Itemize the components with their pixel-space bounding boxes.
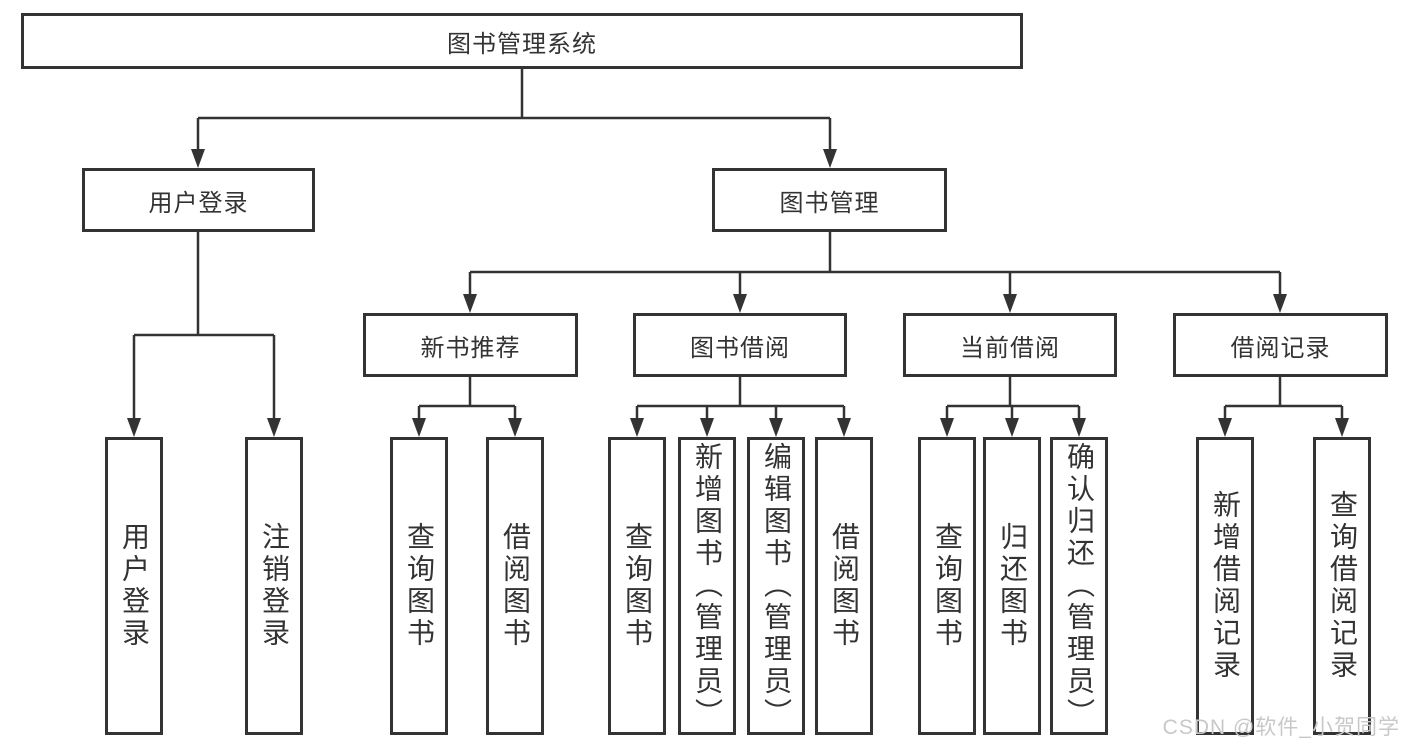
- arrowhead: [1335, 418, 1349, 437]
- leaf-label: 查询图书: [404, 522, 435, 650]
- leaf-label: 借阅图书: [500, 522, 531, 650]
- node-label: 新书推荐: [420, 334, 521, 362]
- leaf-borrow-books-recommend: 借阅图书: [486, 437, 544, 735]
- arrowhead: [508, 418, 522, 437]
- node-label: 图书管理: [779, 189, 880, 217]
- leaf-return-books: 归还图书: [983, 437, 1041, 735]
- leaf-label: 借阅图书: [829, 522, 860, 650]
- arrowhead: [463, 294, 477, 313]
- leaf-logout: 注销登录: [245, 437, 303, 735]
- leaf-edit-book-admin: 编辑图书（管理员）: [747, 437, 805, 735]
- node-book-borrowing: 图书借阅: [633, 313, 847, 377]
- leaf-label: 归还图书: [997, 522, 1028, 650]
- node-user-login: 用户登录: [82, 168, 315, 232]
- leaf-label: 查询图书: [622, 522, 653, 650]
- leaf-query-books-borrow: 查询图书: [608, 437, 666, 735]
- node-label: 图书借阅: [690, 334, 790, 362]
- arrowhead: [630, 418, 644, 437]
- arrowhead: [733, 294, 747, 313]
- arrowhead: [1005, 418, 1019, 437]
- leaf-confirm-return-admin: 确认归还（管理员）: [1050, 437, 1108, 735]
- leaf-query-borrow-record: 查询借阅记录: [1313, 437, 1371, 735]
- arrowhead: [837, 418, 851, 437]
- leaf-label: 新增图书（管理员）: [692, 442, 723, 730]
- node-current-borrowing: 当前借阅: [903, 313, 1117, 377]
- node-new-book-recommendation: 新书推荐: [363, 313, 578, 377]
- leaf-user-login: 用户登录: [105, 437, 163, 735]
- leaf-borrow-books: 借阅图书: [815, 437, 873, 735]
- leaf-label: 确认归还（管理员）: [1064, 442, 1095, 730]
- node-borrowing-records: 借阅记录: [1173, 313, 1388, 377]
- leaf-label: 注销登录: [259, 522, 290, 650]
- arrowhead: [1003, 294, 1017, 313]
- node-label: 用户登录: [148, 189, 249, 217]
- arrowhead: [191, 149, 205, 168]
- arrowhead: [127, 418, 141, 437]
- arrowhead: [412, 418, 426, 437]
- node-label: 图书管理系统: [447, 30, 597, 58]
- leaf-label: 查询图书: [932, 522, 963, 650]
- leaf-query-books-recommend: 查询图书: [390, 437, 448, 735]
- watermark: CSDN @软件_小贺同学: [1162, 716, 1400, 739]
- arrowhead: [1072, 418, 1086, 437]
- leaf-add-borrow-record: 新增借阅记录: [1196, 437, 1254, 735]
- node-book-management: 图书管理: [712, 168, 947, 232]
- node-label: 借阅记录: [1230, 334, 1331, 362]
- arrowhead: [700, 418, 714, 437]
- arrowhead: [823, 149, 837, 168]
- leaf-query-books-current: 查询图书: [918, 437, 976, 735]
- node-label: 当前借阅: [960, 334, 1060, 362]
- connector-path: [132, 69, 1344, 420]
- leaf-label: 用户登录: [119, 522, 150, 650]
- leaf-label: 新增借阅记录: [1210, 490, 1241, 682]
- leaf-label: 编辑图书（管理员）: [761, 442, 792, 730]
- arrowhead: [1218, 418, 1232, 437]
- arrowhead: [267, 418, 281, 437]
- leaf-add-book-admin: 新增图书（管理员）: [678, 437, 736, 735]
- leaf-label: 查询借阅记录: [1327, 490, 1358, 682]
- node-library-management-system: 图书管理系统: [21, 13, 1023, 69]
- arrowhead: [940, 418, 954, 437]
- arrowhead: [1273, 294, 1287, 313]
- arrowhead: [769, 418, 783, 437]
